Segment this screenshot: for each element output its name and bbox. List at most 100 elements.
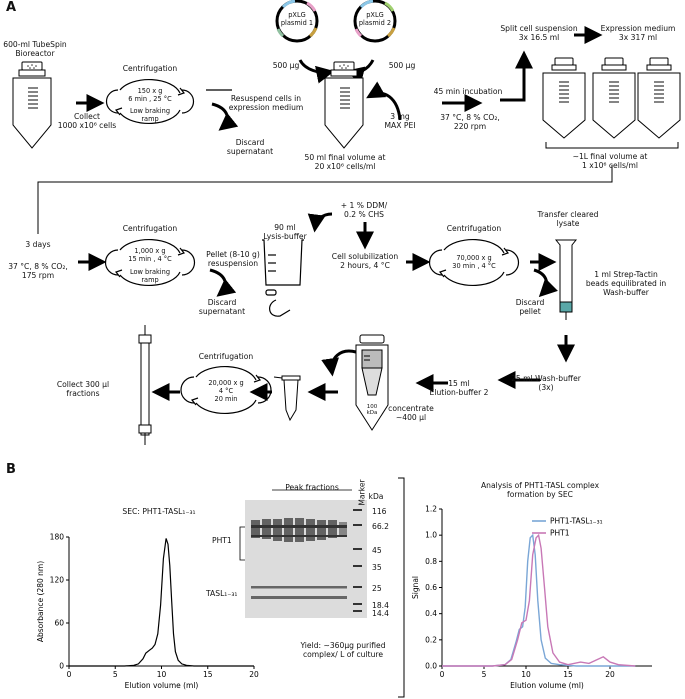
arrow xyxy=(533,268,558,298)
text-line: 150 x g xyxy=(137,87,163,95)
wash-buffer-label: 25 ml Wash-buffer (3x) xyxy=(506,374,586,392)
y-tick-label: 0.0 xyxy=(425,662,437,671)
centrifuge-cycle-icon xyxy=(180,365,272,415)
centrifuge-cycle-icon xyxy=(104,238,196,287)
text-line: 3x 16.5 ml xyxy=(518,33,560,42)
centrifugation-2-ramp: Low braking ramp xyxy=(124,268,176,284)
text-line: complex/ L of culture xyxy=(302,650,384,659)
text-line: 20 x10⁶ cells/ml xyxy=(314,162,376,171)
text-line: expression medium xyxy=(228,103,304,112)
y-tick-label: 0.8 xyxy=(425,557,437,566)
text-line: 6 min , 25 °C xyxy=(128,95,172,103)
arrow xyxy=(211,102,239,131)
plasmid-1-icon xyxy=(275,0,319,43)
gel-band-bracket xyxy=(239,526,245,561)
text-line: ramp xyxy=(141,115,159,123)
text-line: fractions xyxy=(66,389,100,398)
strep-tactin-label: 1 ml Strep-Tactin beads equilibrated in … xyxy=(580,270,672,297)
lysis-buffer-label: 90 ml Lysis-buffer xyxy=(260,223,310,241)
text-line: 1 ml Strep-Tactin xyxy=(594,270,658,279)
text-line: + 1 % DDM/ xyxy=(340,201,388,210)
discard-pellet-label: Discard pellet xyxy=(508,298,552,316)
text-line: pellet xyxy=(519,307,541,316)
text-line: Resuspend cells in xyxy=(230,94,302,103)
text-line: 25 ml Wash-buffer xyxy=(511,374,581,383)
arrow xyxy=(366,81,402,121)
series-line xyxy=(69,538,254,667)
gel-band-label-pht1: PHT1 xyxy=(212,536,232,545)
resuspend-label: Resuspend cells in expression medium xyxy=(226,94,306,112)
pellet-label: Pellet (8-10 g) resuspension xyxy=(200,250,266,268)
mw-marker: 14.4 xyxy=(372,609,389,618)
text-line: ~1L final volume at xyxy=(572,152,648,161)
x-tick-label: 10 xyxy=(521,670,531,679)
y-tick-label: 180 xyxy=(50,533,65,542)
text-line: Split cell suspension xyxy=(500,24,578,33)
final-volume-1l-label: ~1L final volume at 1 x10⁶ cells/ml xyxy=(568,152,652,170)
text-line: Discard xyxy=(235,138,265,147)
legend-label: PHT1-TASL₁₋₃₁ xyxy=(550,517,603,526)
arrow xyxy=(307,212,333,233)
y-tick-label: 0 xyxy=(59,662,64,671)
text-line: Expression medium xyxy=(600,24,676,33)
text-line: 37 °C, 8 % CO₂, xyxy=(8,262,68,271)
text-line: 90 ml xyxy=(274,223,296,232)
text-line: Discard xyxy=(207,298,237,307)
text-line: Bioreactor xyxy=(15,49,55,58)
transfer-label: Transfer cleared lysate xyxy=(528,210,608,228)
text-line: Wash-buffer xyxy=(603,288,649,297)
text-line: 15 min , 4 °C xyxy=(128,255,172,263)
three-bottles-icon xyxy=(542,57,681,139)
mw-marker: 116 xyxy=(372,507,387,516)
centrifuge-cycle-icon xyxy=(105,78,195,125)
text-line: Elution-buffer 2 xyxy=(429,388,489,397)
text-line: supernatant xyxy=(198,307,246,316)
centrifugation-3-params: 70,000 x g 30 min , 4 °C xyxy=(448,254,500,270)
x-axis-label: Elution volume (ml) xyxy=(125,681,199,690)
text-line: Yield: ~360µg purified xyxy=(300,641,386,650)
text-line: ~400 µl xyxy=(395,413,427,422)
yield-label: Yield: ~360µg purified complex/ L of cul… xyxy=(288,641,398,659)
text-line: 15 ml xyxy=(448,379,470,388)
mw-marker: 35 xyxy=(372,563,382,572)
x-tick-label: 5 xyxy=(113,670,118,679)
text-line: 50 ml final volume at xyxy=(304,153,386,162)
y-axis-label: Absorbance (280 nm) xyxy=(36,561,45,642)
text-line: 20,000 x g xyxy=(208,379,244,387)
panel-label-b: B xyxy=(6,462,16,477)
text-line: Collect 300 µl xyxy=(56,380,110,389)
text-line: Transfer cleared xyxy=(537,210,599,219)
y-tick-label: 0.6 xyxy=(425,583,437,592)
culture-tube-icon xyxy=(324,61,364,149)
sec-column-icon xyxy=(138,325,152,445)
x-tick-label: 15 xyxy=(203,670,213,679)
text-line: Low braking xyxy=(129,268,171,276)
beaker-icon xyxy=(262,239,304,286)
final-volume-50-label: 50 ml final volume at 20 x10⁶ cells/ml xyxy=(304,153,386,171)
centrifugation-4-params: 20,000 x g 4 °C 20 min xyxy=(200,379,252,403)
text-line: (3x) xyxy=(538,383,554,392)
series-line xyxy=(442,533,636,667)
y-tick-label: 60 xyxy=(54,619,64,628)
sds-page-gel xyxy=(245,500,367,618)
comparison-chart-title-text: Analysis of PHT1-TASL complex formation … xyxy=(480,481,600,499)
expression-medium-label: Expression medium 3x 317 ml xyxy=(598,24,678,42)
x-tick-label: 15 xyxy=(563,670,573,679)
text-line: 70,000 x g xyxy=(456,254,492,262)
text-line: plasmid 2 xyxy=(358,19,392,27)
mw-marker: 25 xyxy=(372,584,382,593)
text-line: 1,000 x g xyxy=(134,247,166,255)
plasmid-2-amount: 500 µg xyxy=(388,61,416,70)
three-days-label: 3 days xyxy=(25,240,51,249)
text-line: plasmid 1 xyxy=(280,19,314,27)
centrifuge-cycle-icon xyxy=(428,238,520,287)
centrifugation-2-title: Centrifugation xyxy=(122,224,178,233)
mw-marker: 66.2 xyxy=(372,522,389,531)
incubation-label: 45 min incubation xyxy=(433,87,503,96)
discard-supernatant-2-label: Discard supernatant xyxy=(192,298,252,316)
text-line: Cell solubilization xyxy=(331,252,399,261)
plasmid-2-label: pXLG plasmid 2 xyxy=(358,11,392,27)
text-line: resuspension xyxy=(207,259,259,268)
